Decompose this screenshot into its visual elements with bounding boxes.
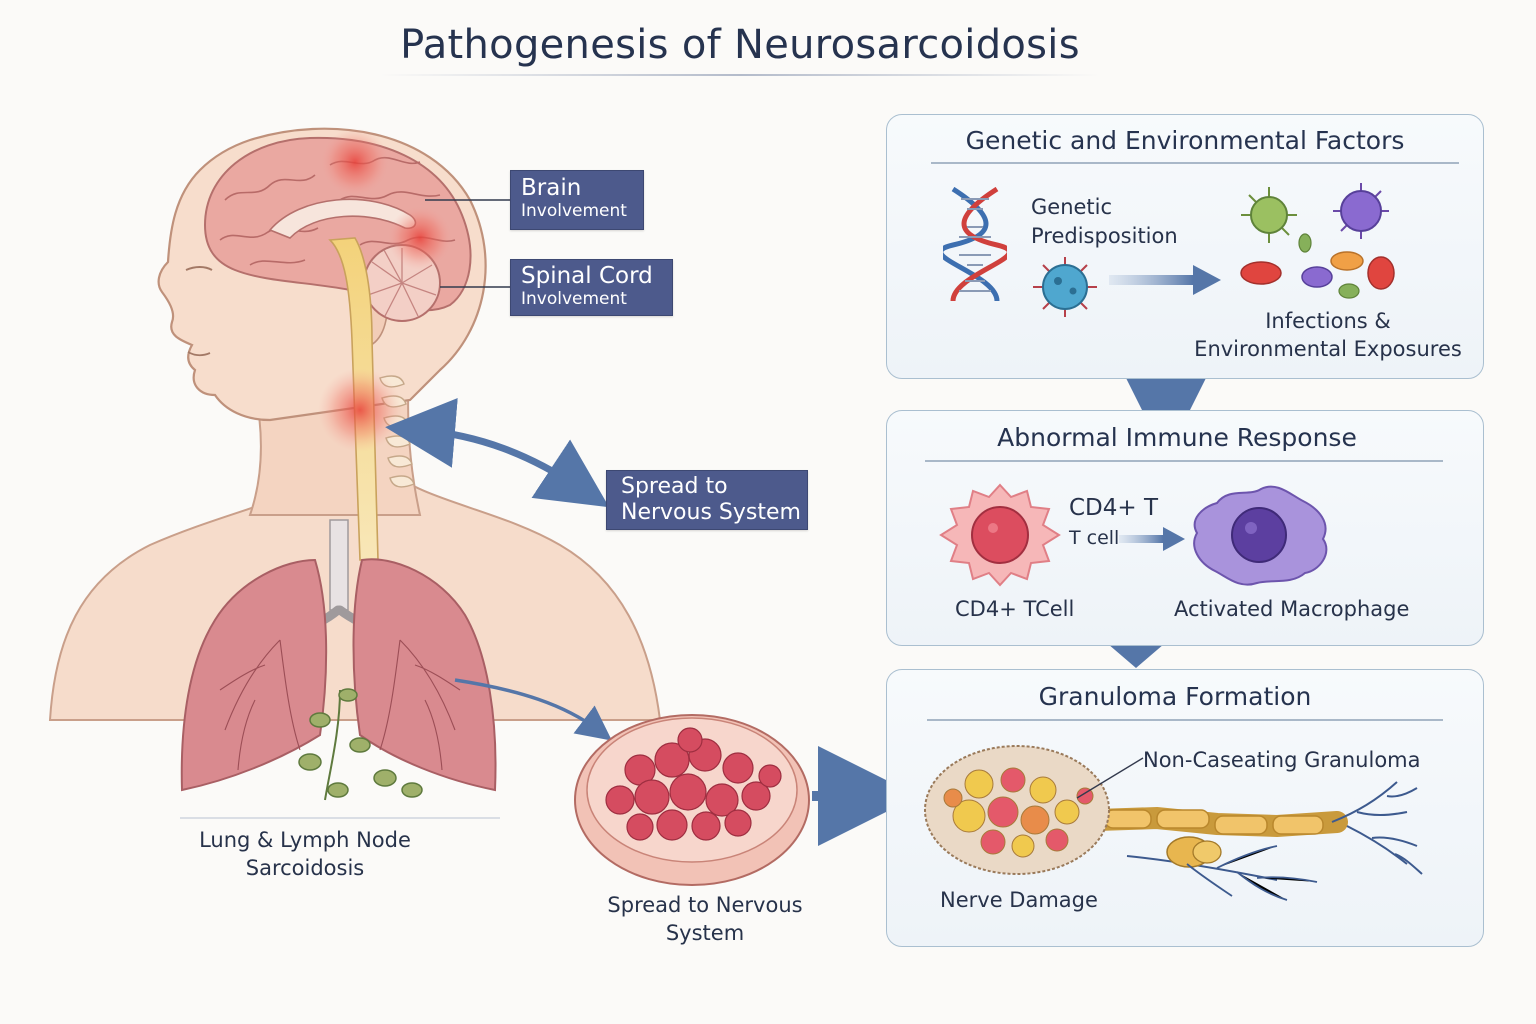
spinal-tag-line2: Involvement [521,289,627,309]
tcell-to-macrophage-arrow [1119,527,1185,551]
immune-panel-rule [925,460,1443,462]
immune-panel-title: Abnormal Immune Response [997,423,1357,452]
lung-to-disc-arrow [454,678,612,741]
title-underline [380,74,1100,76]
cd4-arrow-label: CD4+ T T cell [1069,493,1158,553]
infections-line2: Environmental Exposures [1194,337,1462,361]
macrophage-label: Activated Macrophage [1174,597,1410,621]
abnormal-immune-response-panel: Abnormal Immune Response CD4+ T T cell C… [886,410,1484,646]
damaged-nerve [1126,836,1317,900]
lung-label-line2: Sarcoidosis [245,856,365,880]
lung-label-line1: Lung & Lymph Node [199,828,411,852]
brain-tag-line2: Involvement [521,201,627,221]
immune-to-granuloma-head [1108,644,1164,668]
spread-tag-line2: Nervous System [621,500,801,525]
spread-to-nervous-system-tag: Spread to Nervous System [606,470,808,530]
granuloma-formation-panel: Granuloma Formation [886,669,1484,947]
pathogens-cluster-icon [1240,183,1395,299]
brain-involvement-tag: Brain Involvement [510,170,644,230]
spread-double-arrow [385,398,610,508]
predisposition-line2: Predisposition [1031,224,1178,248]
non-caseating-granuloma-label: Non-Caseating Granuloma [1143,748,1421,772]
genetic-panel-rule [931,162,1459,164]
left-lung [180,558,328,792]
genetic-predisposition-label: Genetic Predisposition [1031,193,1178,251]
page-title: Pathogenesis of Neurosarcoidosis [400,22,1080,68]
mouth-line [187,351,211,357]
human-figure [48,127,662,801]
lymph-nodes [298,688,423,801]
cd4-t-cell-icon [939,483,1061,587]
spread-label-line1: Spread to Nervous [607,893,803,917]
spread-tag-line1: Spread to [621,474,728,499]
cerebellum-folia [367,248,437,317]
lung-vessels [219,639,461,771]
cd4-arrow-line2: T cell [1069,527,1120,549]
granuloma-nerve-illustration [924,745,1423,901]
activated-macrophage-icon [1193,485,1328,586]
dna-helix-icon [943,187,1007,302]
genetic-panel-title: Genetic and Environmental Factors [965,126,1405,155]
brain-inflammation-1 [321,128,389,196]
nerve-fiber [1086,781,1423,875]
granuloma-mass [924,745,1110,875]
genetic-to-infections-arrow [1109,265,1221,295]
granuloma-panel-title: Granuloma Formation [1038,682,1312,711]
tcell-label: CD4+ TCell [955,597,1075,621]
right-lung [352,558,497,792]
virus-blue-icon [1033,257,1097,317]
trachea [329,519,349,611]
damaged-nerve-branches [1186,845,1318,901]
brain-tag-line1: Brain [521,175,582,201]
lung-lymph-label: Lung & Lymph Node Sarcoidosis [170,828,440,880]
spread-nervous-label: Spread to Nervous System [585,893,825,945]
spinal-cord-involvement-tag: Spinal Cord Involvement [510,259,673,316]
granuloma-pointer [1076,757,1144,799]
predisposition-line1: Genetic [1031,195,1113,219]
brain-inflammation-2 [388,206,452,270]
cd4-arrow-line1: CD4+ T [1069,495,1159,521]
eye-line [185,266,213,271]
genetic-environmental-panel: Genetic and Environmental Factors Geneti… [886,114,1484,379]
cord-inflammation [318,368,402,452]
infections-line1: Infections & [1265,309,1391,333]
infections-exposures-label: Infections & Environmental Exposures [1183,307,1473,363]
spread-label-line2: System [665,921,745,945]
granuloma-panel-rule [927,719,1443,721]
granuloma-disc [574,714,810,886]
spinal-tag-line1: Spinal Cord [521,263,653,289]
nerve-damage-label: Nerve Damage [940,888,1098,912]
